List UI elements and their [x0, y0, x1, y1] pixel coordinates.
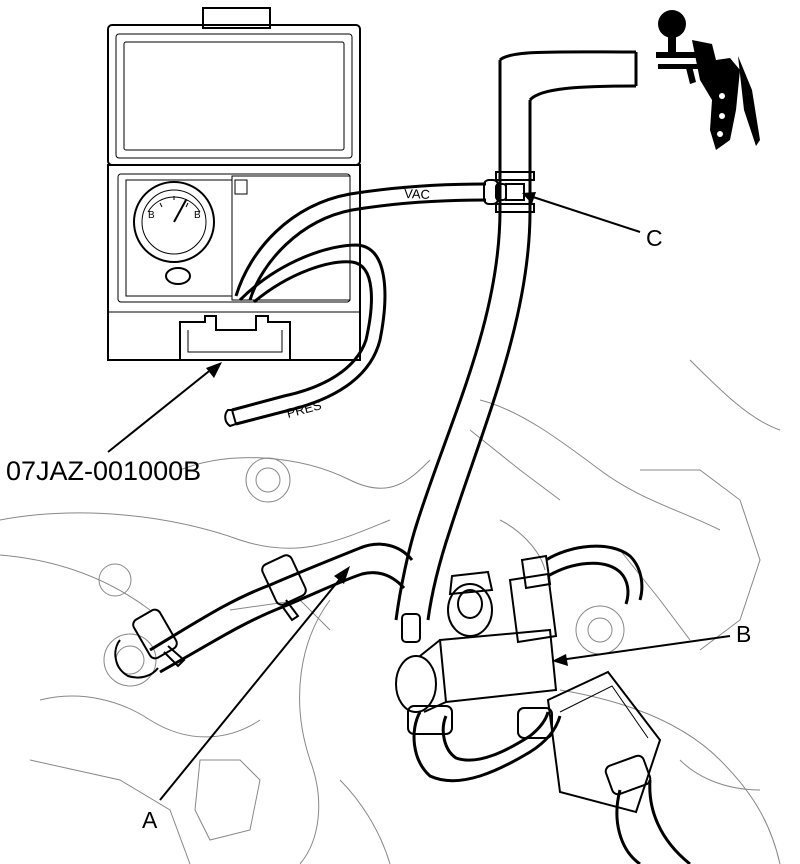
callout-label-b: B — [736, 621, 751, 647]
gauge-letter-left: B — [148, 210, 155, 221]
tester-hoses: VAC PRES — [224, 179, 507, 428]
pressure-gauge: B B — [133, 181, 215, 285]
evap-canister — [546, 670, 691, 864]
tool-number-label: 07JAZ-001000B — [6, 456, 201, 486]
vacuum-hose — [394, 50, 638, 621]
vacuum-pressure-tester-kit: B B — [107, 7, 361, 361]
solenoid-valve-b — [395, 544, 644, 713]
leader-lines — [107, 192, 731, 801]
hose-a — [114, 542, 414, 679]
lower-hoses — [407, 705, 562, 783]
vac-hose-marking: VAC — [404, 186, 430, 202]
engine-background — [0, 359, 781, 864]
callout-label-a: A — [142, 807, 158, 833]
pres-hose-marking: PRES — [285, 397, 323, 421]
callout-label-c: C — [646, 225, 663, 251]
gauge-letter-right: B — [194, 210, 201, 221]
case-latch — [179, 315, 291, 361]
hand-vacuum-pump — [656, 10, 760, 150]
